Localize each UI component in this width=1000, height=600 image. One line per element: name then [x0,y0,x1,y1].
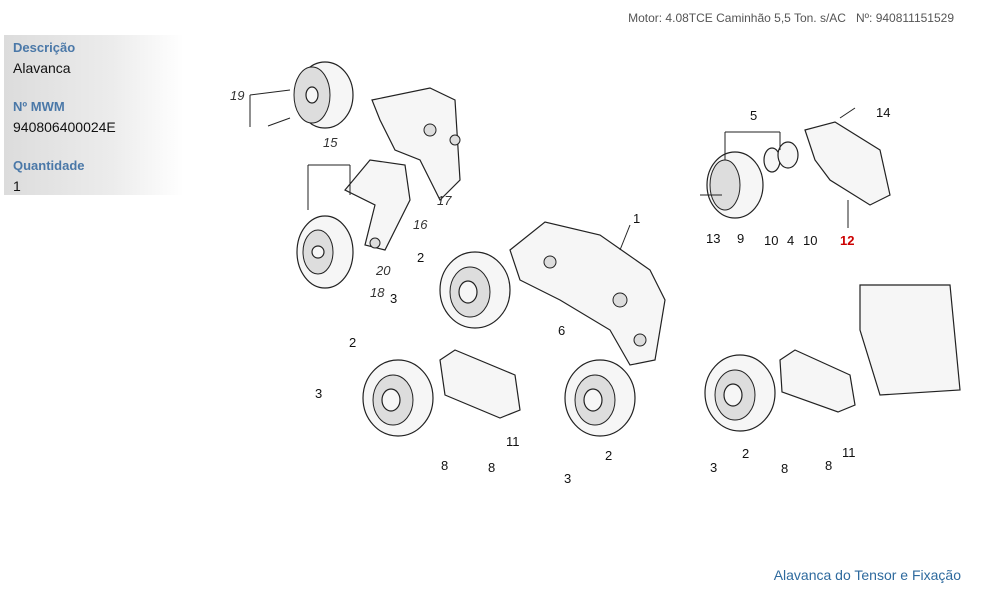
callout[interactable]: 2 [349,335,356,350]
callout[interactable]: 8 [781,461,788,476]
levers [439,349,856,419]
callout[interactable]: 5 [750,108,757,123]
callout[interactable]: 3 [564,471,571,486]
description-label: Descrição [13,40,76,55]
callout[interactable]: 10 [764,233,778,248]
callout[interactable]: 11 [842,445,856,460]
callout[interactable]: 15 [323,135,338,150]
callouts: 19 15 17 16 20 18 2 3 6 1 5 14 13 9 10 4… [230,88,890,486]
crankshaft-pulley-assembly [700,107,891,219]
callout[interactable]: 1 [633,211,640,226]
callout[interactable]: 6 [558,323,565,338]
engine-header: Motor: 4.08TCE Caminhão 5,5 Ton. s/AC Nº… [628,11,954,25]
callout[interactable]: 3 [710,460,717,475]
callout[interactable]: 4 [787,233,794,248]
callout[interactable]: 10 [803,233,817,248]
callout[interactable]: 9 [737,231,744,246]
callout[interactable]: 2 [417,250,424,265]
diagram-title-link[interactable]: Alavanca do Tensor e Fixação [773,567,961,583]
engine-block-partial [859,284,961,396]
callout[interactable]: 3 [390,291,397,306]
callout[interactable]: 2 [742,446,749,461]
callout[interactable]: 18 [370,285,385,300]
callout[interactable]: 8 [488,460,495,475]
callout[interactable]: 3 [315,386,322,401]
callout[interactable]: 11 [506,434,520,449]
quantity-label: Quantidade [13,158,85,173]
main-bracket-1 [509,221,666,366]
mwm-label: Nº MWM [13,99,65,114]
callout[interactable]: 20 [375,263,391,278]
leader-lines [249,89,849,251]
callout[interactable]: 19 [230,88,244,103]
callout[interactable]: 8 [441,458,448,473]
callout[interactable]: 2 [605,448,612,463]
part-info-panel: Descrição Alavanca Nº MWM 940806400024E … [4,35,184,195]
tensioner-bracket-17 [371,87,461,202]
description-value: Alavanca [13,60,71,76]
callout[interactable]: 8 [825,458,832,473]
tensioner-pulley-18 [296,215,354,289]
callout[interactable]: 17 [437,193,452,208]
callout[interactable]: 14 [876,105,890,120]
callout[interactable]: 16 [413,217,428,232]
idler-pulley-19 [267,61,354,129]
callout-highlighted[interactable]: 12 [840,233,854,248]
pulleys [362,251,776,437]
quantity-value: 1 [13,178,21,194]
tensioner-arm-15 [344,159,411,251]
callout[interactable]: 13 [706,231,720,246]
mwm-value: 940806400024E [13,119,116,135]
